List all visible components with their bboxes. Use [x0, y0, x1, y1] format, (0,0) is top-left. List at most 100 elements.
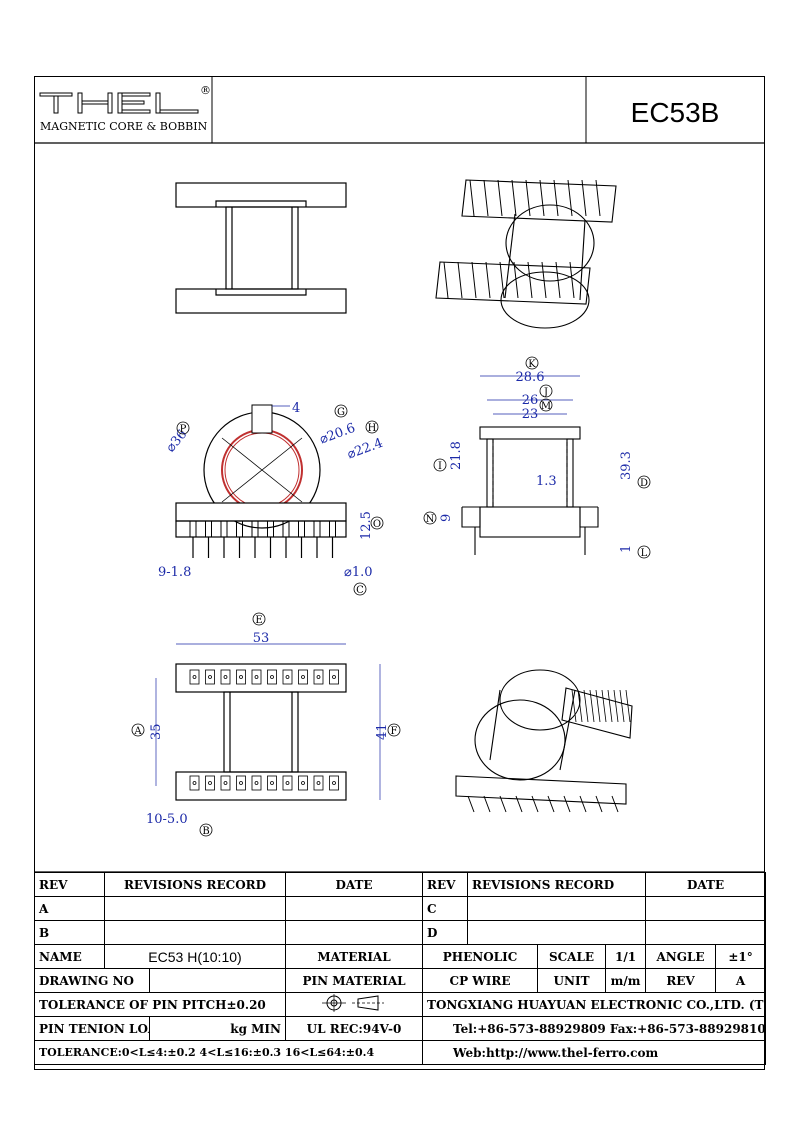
- pin-hole: [208, 675, 212, 679]
- date-header: DATE: [284, 872, 424, 897]
- dim-height-35: 35: [149, 723, 164, 740]
- company-name: TONGXIANG HUAYUAN ELECTRONIC CO.,LTD. (T…: [422, 992, 767, 1017]
- pin: [467, 795, 475, 813]
- pin-slot: [251, 520, 259, 538]
- pin-hole: [301, 675, 305, 679]
- pin-slot: [220, 520, 228, 538]
- pin: [577, 689, 583, 723]
- rev-d: D: [422, 920, 469, 945]
- logo-subtitle: MAGNETIC CORE & BOBBIN: [40, 120, 208, 133]
- iso-view-top: [435, 179, 617, 329]
- pin-hole: [270, 781, 274, 785]
- ref-l: L: [641, 548, 648, 559]
- registered-mark: ®: [200, 84, 211, 97]
- rev-c: C: [422, 896, 469, 921]
- ref-b: B: [202, 826, 209, 837]
- pin: [569, 261, 575, 299]
- iso-view-bottom: [455, 669, 633, 805]
- front-view: [175, 404, 347, 538]
- bottom-view: [175, 663, 347, 801]
- pin-material-value: CP WIRE: [422, 968, 539, 993]
- rev-value: A: [715, 968, 767, 993]
- rev-header: REV: [34, 872, 105, 897]
- ref-g: G: [337, 407, 345, 418]
- iso-bottom-pins: [467, 689, 631, 813]
- pin: [511, 179, 517, 217]
- pin-slot: [329, 775, 339, 791]
- pin-slot: [205, 520, 212, 538]
- pin-slot: [236, 775, 246, 791]
- dim-height-21-8: 21.8: [449, 441, 464, 470]
- pin-hole: [223, 675, 228, 679]
- revisions-header: REVISIONS RECORD: [104, 872, 286, 897]
- rev-a: A: [34, 896, 105, 921]
- pin-hole: [270, 675, 274, 679]
- part-number: EC53B: [631, 97, 720, 128]
- pin-slot: [189, 520, 197, 538]
- pin: [513, 261, 519, 299]
- ref-c: C: [356, 585, 364, 596]
- scale-label: SCALE: [537, 944, 607, 969]
- pin-slot: [313, 669, 324, 685]
- ref-m: M: [541, 401, 551, 412]
- ref-d: D: [640, 478, 648, 489]
- pin: [471, 261, 477, 299]
- iso-top-pins: [443, 179, 601, 299]
- pin-slot: [298, 669, 308, 685]
- tolerance-note: TOLERANCE:0<L≤4:±0.2 4<L≤16:±0.3 16<L≤64…: [33, 1040, 424, 1065]
- pin-slot: [189, 669, 200, 685]
- dim-pin-1: 1: [619, 545, 634, 553]
- drawing-sheet: [34, 76, 765, 1070]
- pin-hole: [316, 675, 321, 679]
- pin-slot: [205, 775, 215, 791]
- pin: [601, 689, 607, 723]
- pin-hole: [332, 675, 336, 679]
- angle-label: ANGLE: [645, 944, 717, 969]
- pin: [553, 179, 559, 217]
- ul-rec: UL REC:94V-0: [284, 1016, 424, 1041]
- pin: [555, 261, 561, 299]
- ref-h: H: [368, 423, 377, 434]
- pin: [541, 261, 547, 299]
- pin-slot: [282, 775, 293, 791]
- unit-value: m/m: [605, 968, 647, 993]
- material-value: PHENOLIC: [422, 944, 539, 969]
- name-value: EC53 H(10:10): [104, 944, 286, 969]
- ref-i: I: [438, 461, 442, 472]
- pin-slot: [313, 520, 321, 538]
- unit-label: UNIT: [537, 968, 607, 993]
- pin-hole: [254, 781, 259, 785]
- dim-height-9: 9: [439, 514, 454, 522]
- pin-load-label: PIN TENION LOAD: [34, 1016, 150, 1041]
- angle-value: ±1°: [715, 944, 767, 969]
- material-label: MATERIAL: [284, 944, 424, 969]
- pin-slot: [267, 520, 274, 538]
- pin: [619, 689, 625, 723]
- dim-height-39-3: 39.3: [619, 451, 634, 480]
- scale-value: 1/1: [605, 944, 647, 969]
- ref-f: F: [391, 726, 398, 737]
- pin: [613, 689, 619, 723]
- pin: [531, 795, 539, 813]
- pin-slot: [189, 775, 200, 791]
- pin: [571, 689, 577, 723]
- ref-p: P: [180, 424, 187, 435]
- top-side-view: [175, 182, 347, 314]
- pin-hole: [332, 781, 336, 785]
- dim-width-23: 23: [522, 407, 539, 422]
- ref-k: K: [528, 359, 536, 370]
- pin-load-unit: kg MIN: [149, 1016, 286, 1041]
- projection-symbol: [284, 992, 424, 1017]
- dim-slot: 4: [292, 401, 300, 416]
- pin: [457, 261, 463, 299]
- dim-wall-1-3: 1.3: [536, 474, 557, 489]
- side-view: [461, 426, 599, 555]
- ref-j: J: [543, 387, 548, 398]
- pin: [515, 795, 523, 813]
- website: Web:http://www.thel-ferro.com: [422, 1040, 767, 1065]
- revisions-header-2: REVISIONS RECORD: [467, 872, 647, 897]
- pin: [563, 795, 571, 813]
- pin: [539, 179, 545, 217]
- pin-hole: [254, 675, 259, 679]
